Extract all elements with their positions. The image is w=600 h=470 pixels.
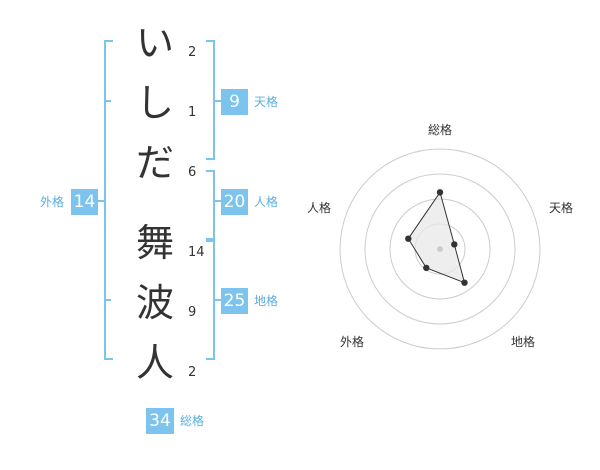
name-char-4: 舞 (135, 221, 174, 265)
radar-axis-label-gaikaku: 外格 (340, 335, 365, 349)
jinkaku-value: 20 (221, 189, 248, 215)
soukaku-label: 総格 (180, 414, 205, 428)
radar-point-4 (423, 264, 430, 272)
stroke-count-4: 14 (188, 245, 205, 260)
name-char-5: 波 (135, 281, 174, 325)
radar-point-3 (461, 279, 468, 286)
name-char-6: 人 (135, 341, 174, 385)
radar-axis-label-soukaku: 総格 (428, 123, 453, 137)
stroke-count-3: 6 (188, 165, 197, 180)
chikaku-bracket-tick (215, 299, 222, 301)
chikaku-label: 地格 (254, 294, 279, 308)
gaikaku-label: 外格 (40, 195, 65, 209)
gaikaku-bracket-tick (98, 200, 105, 202)
tenkaku-bracket-tick (215, 100, 222, 102)
radar-point-2 (451, 241, 458, 248)
stroke-count-6: 2 (188, 365, 197, 380)
tenkaku-bracket (206, 40, 215, 160)
radar-point-1 (436, 189, 444, 196)
radar-series-polygon (407, 191, 466, 284)
stroke-count-1: 2 (188, 45, 197, 60)
radar-ring (339, 148, 541, 350)
tenkaku-value: 9 (221, 89, 248, 115)
name-char-1: い (135, 21, 174, 65)
soukaku-value: 34 (146, 408, 174, 434)
name-char-3: だ (135, 141, 174, 185)
radar-ring (364, 173, 516, 325)
radar-point-5 (405, 235, 412, 242)
radar-axis-label-jinkaku: 人格 (307, 201, 332, 215)
radar-center-point (437, 246, 443, 252)
chikaku-bracket (206, 240, 215, 360)
gaikaku-value: 14 (71, 189, 98, 215)
radar-axis-label-tenkaku: 天格 (549, 201, 574, 215)
bracket-inner-tick (104, 299, 111, 301)
tenkaku-label: 天格 (254, 95, 279, 109)
stroke-count-5: 9 (188, 305, 197, 320)
gaikaku-bracket (104, 40, 113, 360)
jinkaku-bracket (206, 170, 215, 240)
jinkaku-label: 人格 (254, 195, 279, 209)
bracket-inner-tick (104, 100, 111, 102)
jinkaku-bracket-tick (215, 200, 222, 202)
chikaku-value: 25 (221, 288, 248, 314)
stroke-count-2: 1 (188, 105, 197, 120)
name-char-2: し (135, 81, 174, 125)
radar-axis-label-chikaku: 地格 (511, 335, 536, 349)
